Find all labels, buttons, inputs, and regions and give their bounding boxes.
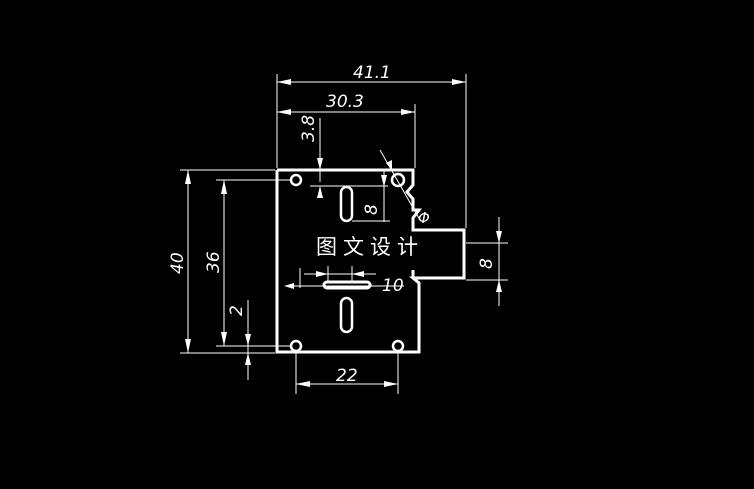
dim-41-arrow-right (452, 79, 466, 85)
dim-40-arrow-bottom (185, 339, 191, 353)
dim-10-arrow-far-left (284, 283, 294, 289)
dim-22-arrow-left (296, 381, 310, 387)
part-outline (275, 168, 466, 354)
hole-bottom-right (391, 339, 405, 353)
dim-tab-8-text: 8 (477, 258, 497, 269)
dim-41-arrow-left (277, 79, 291, 85)
dim-30-arrow-right (401, 109, 415, 115)
dim-36-arrow-top (221, 180, 227, 194)
dim-phi-arrow (386, 160, 392, 170)
dim-36-text: 36 (204, 251, 224, 273)
slot-horizontal (322, 280, 372, 290)
dim-3-8-arrow-top (317, 158, 323, 170)
hole-top-left (289, 173, 303, 187)
dim-10-arrow-right (352, 271, 364, 277)
dim-40-arrow-top (185, 170, 191, 184)
slot-upper (339, 185, 354, 223)
dim-40-text: 40 (168, 252, 188, 274)
hole-bottom-left (289, 339, 303, 353)
dim-3-8-arrow-bottom (317, 186, 323, 198)
slot-lower (339, 296, 354, 334)
dim-10-arrow-left (316, 271, 328, 277)
dim-41-text: 41.1 (353, 63, 391, 83)
dim-30-arrow-left (277, 109, 291, 115)
dim-phi-leader (379, 149, 421, 221)
dim-phi-text: Φ (418, 209, 430, 227)
dim-3-8-text: 3.8 (299, 115, 319, 142)
dim-30-text: 30.3 (326, 92, 364, 112)
dim-tab-8-arrow-bottom (496, 280, 502, 292)
dim-10-text: 10 (382, 276, 404, 296)
dim-slot-8-text: 8 (362, 204, 382, 215)
dim-slot-8-arrow (381, 175, 387, 187)
dim-22-arrow-right (384, 381, 398, 387)
dim-2-arrow-bottom (245, 353, 251, 365)
dim-2-arrow-top (245, 334, 251, 346)
watermark: 图文设计 (316, 235, 424, 259)
dim-22-text: 22 (336, 366, 358, 386)
dim-2-text: 2 (227, 305, 247, 316)
dim-tab-8-arrow-top (496, 231, 502, 243)
dim-36-arrow-bottom (221, 332, 227, 346)
hole-top-right (390, 172, 406, 188)
